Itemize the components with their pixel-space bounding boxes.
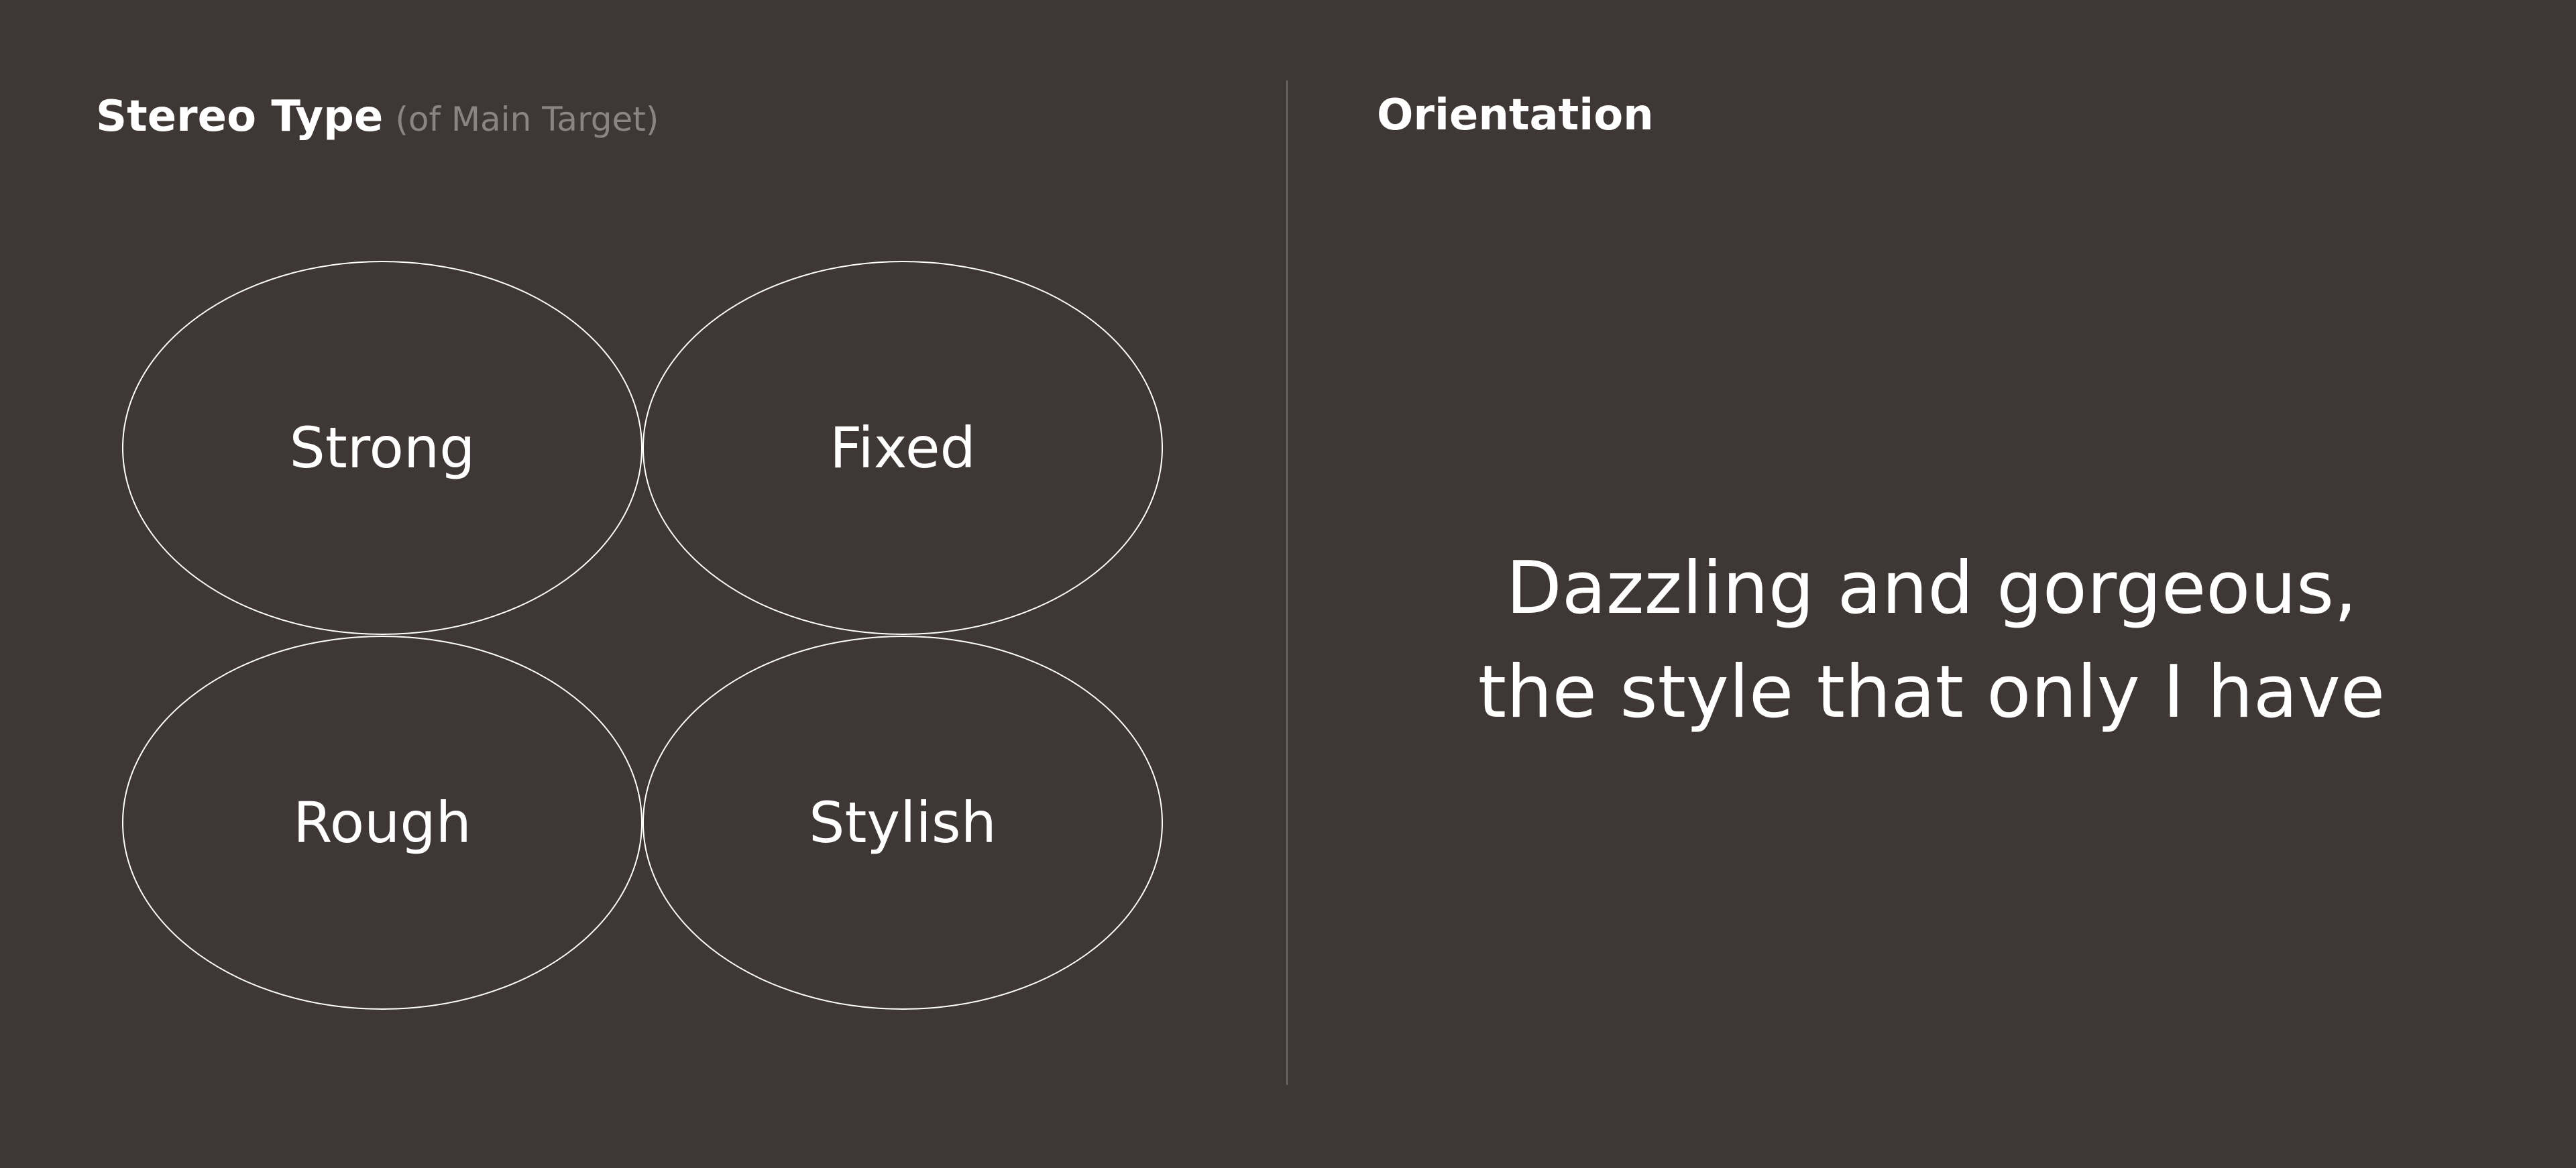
stereo-type-title: Stereo Type <box>96 92 384 141</box>
stereo-label-strong: Strong <box>289 415 475 481</box>
stereo-label-stylish: Stylish <box>809 790 997 856</box>
stereo-ellipse-stylish: Stylish <box>642 636 1163 1010</box>
orientation-statement: Dazzling and gorgeous, the style that on… <box>1341 536 2522 744</box>
orientation-line-1: Dazzling and gorgeous, <box>1506 546 2357 630</box>
stereo-type-heading: Stereo Type (of Main Target) <box>96 95 659 138</box>
orientation-line-2: the style that only I have <box>1477 650 2386 734</box>
stereo-ellipse-strong: Strong <box>122 261 642 635</box>
section-divider <box>1286 80 1288 1085</box>
stereo-ellipse-fixed: Fixed <box>642 261 1163 635</box>
stereo-type-subtitle: (of Main Target) <box>395 100 659 139</box>
stereo-label-rough: Rough <box>293 790 471 856</box>
stereo-ellipse-rough: Rough <box>122 636 642 1010</box>
orientation-title: Orientation <box>1377 91 1654 140</box>
stereo-label-fixed: Fixed <box>830 415 976 481</box>
